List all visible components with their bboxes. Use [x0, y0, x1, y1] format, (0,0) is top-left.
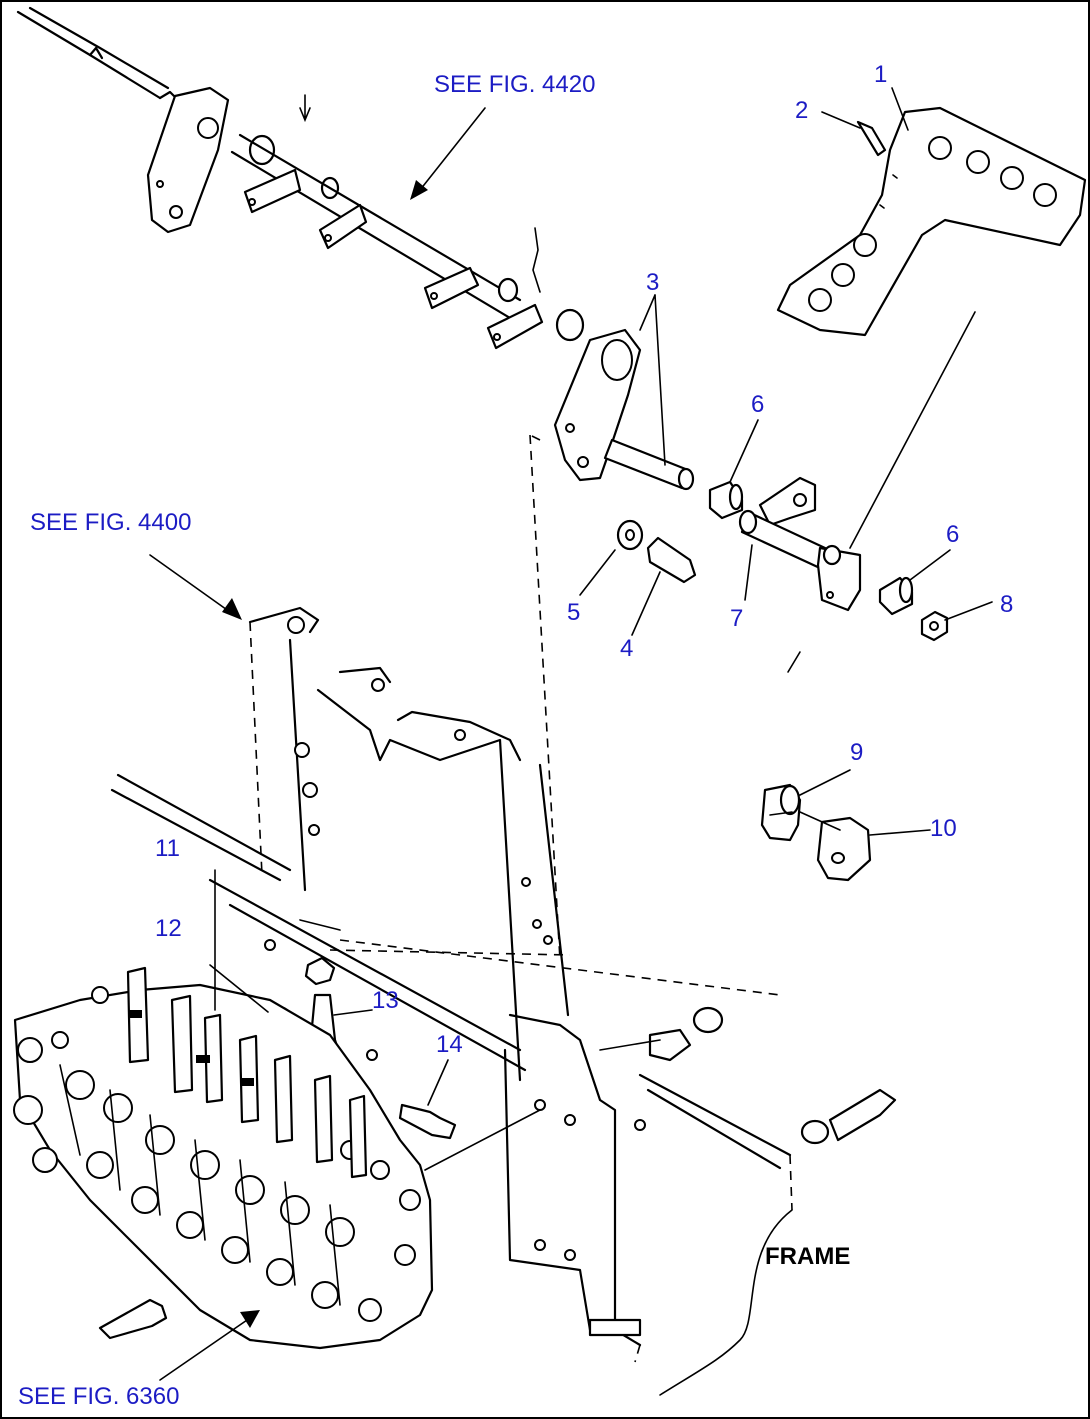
frame-label: FRAME [765, 1243, 850, 1270]
frame-bracket [248, 434, 646, 1363]
callout-8: 8 [1000, 591, 1013, 618]
callout-6-upper: 6 [751, 391, 764, 418]
frame-bolt [828, 1088, 897, 1142]
callout-5: 5 [567, 599, 580, 626]
part-13-nut [304, 956, 336, 986]
part-7-lever-arm [738, 311, 976, 612]
part-3-bracket-pin [553, 328, 695, 491]
callout-7: 7 [730, 605, 743, 632]
callout-11: 11 [155, 835, 180, 862]
part-9-clevis [760, 783, 802, 842]
part-10-pin [799, 811, 872, 882]
frame-outline [110, 773, 793, 1396]
part-2-bolt [856, 120, 887, 157]
callout-13: 13 [372, 987, 399, 1014]
part-1-pedal-plate [776, 106, 1087, 337]
frame-nut [648, 1028, 692, 1062]
arrow-fig6360 [159, 1317, 251, 1381]
callout-10: 10 [930, 815, 957, 842]
ref-fig-4400: SEE FIG. 4400 [30, 509, 191, 536]
arrow-fig4400 [149, 554, 231, 613]
arrow-fig4420 [419, 107, 486, 191]
callout-6-lower: 6 [946, 521, 959, 548]
part-4-bolt [646, 536, 697, 584]
control-valve-assembly [13, 966, 434, 1350]
callout-9: 9 [850, 739, 863, 766]
callout-4: 4 [620, 635, 633, 662]
upper-linkage-assembly [16, 6, 585, 350]
callout-2: 2 [795, 97, 808, 124]
ref-fig-4420: SEE FIG. 4420 [434, 71, 595, 98]
leader-lines [209, 87, 993, 1106]
callout-14: 14 [436, 1031, 463, 1058]
ref-fig-6360: SEE FIG. 6360 [18, 1383, 179, 1410]
part-14-bolt [398, 1103, 457, 1140]
callout-1: 1 [874, 61, 887, 88]
callout-12: 12 [155, 915, 182, 942]
callout-labels: 1 2 3 4 5 6 6 7 8 9 10 11 12 13 14 [155, 61, 1013, 1058]
callout-3: 3 [646, 269, 659, 296]
